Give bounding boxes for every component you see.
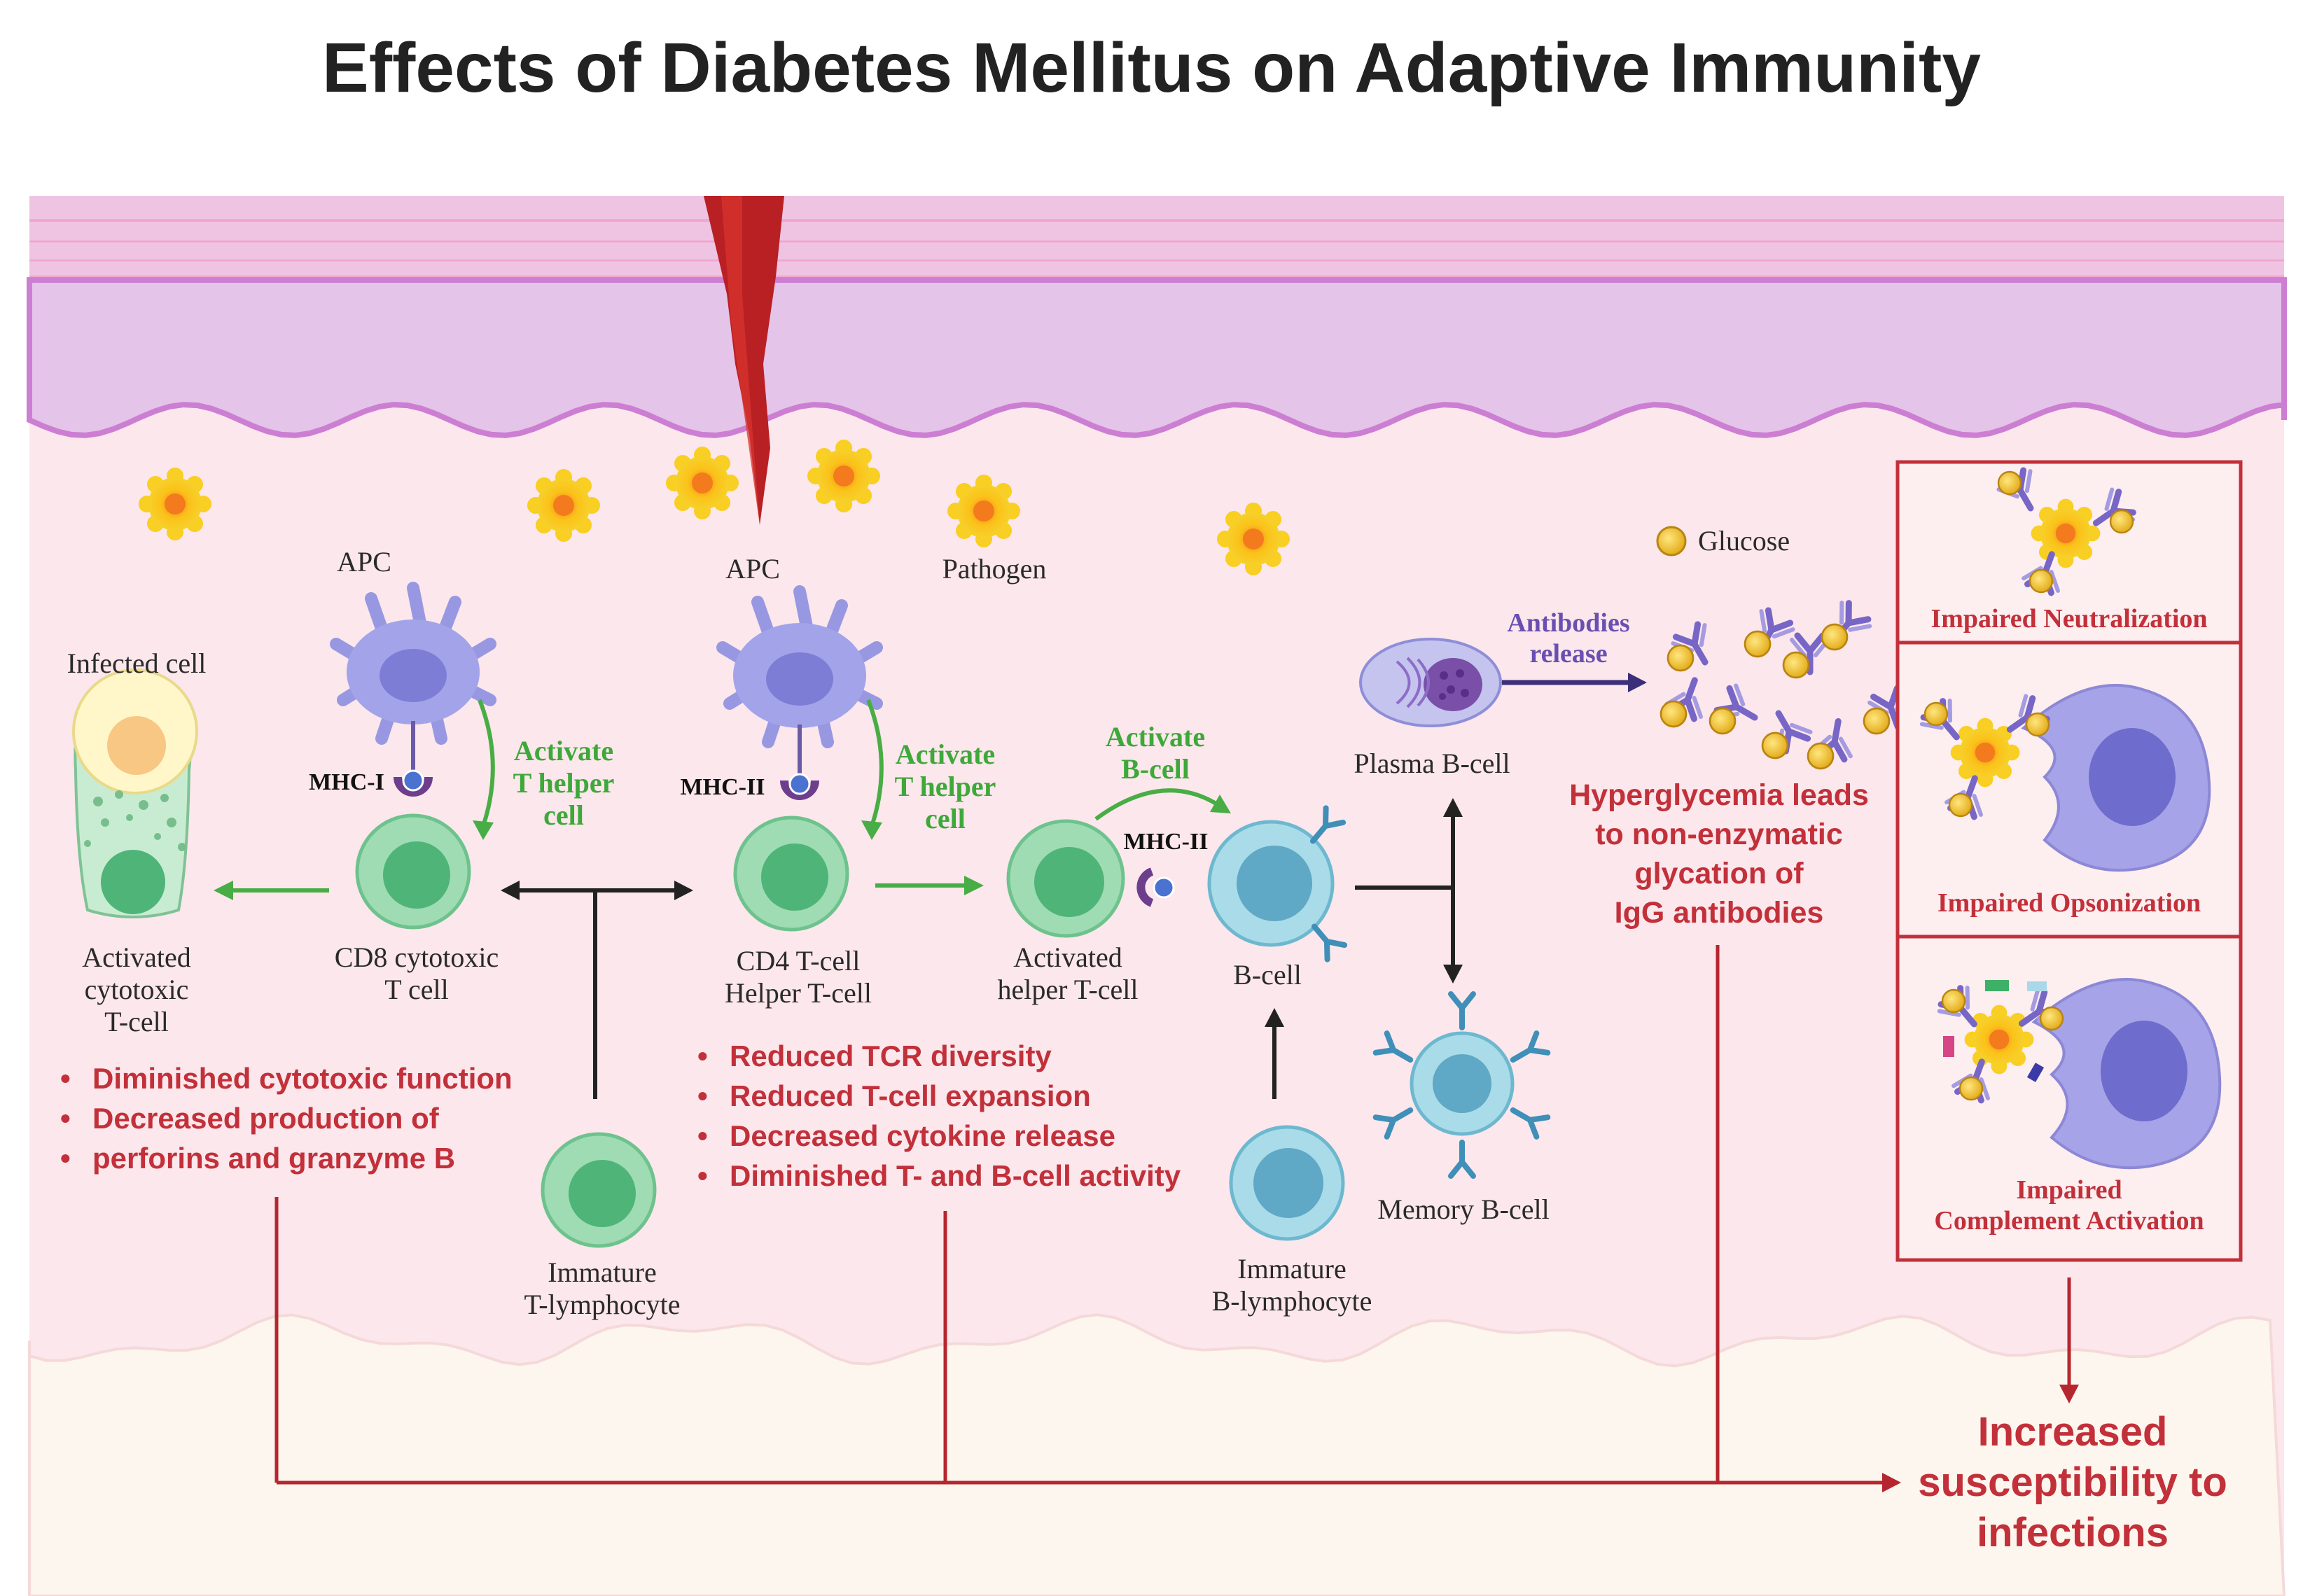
helper-effects-list: Reduced TCR diversity Reduced T-cell exp… — [693, 1036, 1181, 1196]
antibodies-release-line-1: Antibodies — [1507, 608, 1630, 638]
activated-cytotoxic-line-3: T-cell — [104, 1006, 169, 1037]
plasma-b-cell-label: Plasma B-cell — [1354, 748, 1510, 779]
infected-cell-label: Infected cell — [67, 648, 207, 679]
cd4-line-1: CD4 T-cell — [736, 945, 861, 976]
helper-effect-4: Diminished T- and B-cell activity — [693, 1156, 1181, 1196]
immature-t-line-2: T-lymphocyte — [524, 1289, 681, 1320]
glucose-icon — [1821, 623, 1849, 651]
impaired-opsonization-label: Impaired Opsonization — [1937, 888, 2201, 918]
glucose-icon — [1667, 644, 1695, 672]
activated-cytotoxic-line-2: cytotoxic — [84, 974, 189, 1005]
activate-b-line-2: B-cell — [1121, 753, 1190, 785]
activated-helper-line-2: helper T-cell — [997, 974, 1139, 1005]
cytotoxic-effect-2-cont: perforins and granzyme B — [56, 1138, 513, 1178]
impaired-neutralization-label: Impaired Neutralization — [1930, 604, 2208, 634]
activate-th-1-line-2: T helper — [513, 767, 615, 799]
outcome-line-1: Increased — [1977, 1409, 2168, 1455]
activate-th-1-line-1: Activate — [513, 735, 614, 766]
cytotoxic-effects-list: Diminished cytotoxic function Decreased … — [56, 1058, 513, 1178]
cytotoxic-effect-1: Diminished cytotoxic function — [56, 1058, 513, 1098]
activated-cytotoxic-line-1: Activated — [82, 941, 191, 973]
glucose-icon — [1761, 732, 1789, 760]
cd8-line-1: CD8 cytotoxic — [334, 941, 499, 973]
activated-cytotoxic-label: Activated cytotoxic T-cell — [63, 941, 210, 1038]
outcome-line-2: susceptibility to — [1918, 1460, 2227, 1505]
impaired-complement-line-2: Complement Activation — [1934, 1206, 2204, 1236]
glucose-icon — [1709, 707, 1737, 735]
glucose-icon — [1782, 651, 1810, 679]
outcome-line-3: infections — [1977, 1510, 2169, 1555]
activate-th-1-line-3: cell — [543, 799, 584, 831]
outcome-text: Increased susceptibility to infections — [1901, 1407, 2244, 1558]
glucose-icon — [1744, 630, 1772, 658]
apc-left-label: APC — [337, 546, 391, 578]
page-title: Effects of Diabetes Mellitus on Adaptive… — [322, 29, 1981, 107]
activate-th-2-line-1: Activate — [895, 738, 996, 770]
immature-b-line-2: B-lymphocyte — [1211, 1285, 1372, 1317]
helper-effect-1: Reduced TCR diversity — [693, 1036, 1181, 1076]
cd4-line-2: Helper T-cell — [725, 977, 872, 1009]
pathogen-label: Pathogen — [942, 553, 1047, 584]
activated-helper-label: Activated helper T-cell — [977, 941, 1159, 1006]
activate-th-label-2: Activate T helper cell — [875, 738, 1015, 835]
immature-b-label: Immature B-lymphocyte — [1197, 1253, 1386, 1317]
b-cell-label: B-cell — [1233, 959, 1302, 990]
memory-b-cell-label: Memory B-cell — [1377, 1194, 1550, 1225]
cd8-label: CD8 cytotoxic T cell — [319, 941, 515, 1006]
apc-right-label: APC — [725, 553, 780, 584]
cd8-line-2: T cell — [384, 974, 449, 1005]
cd4-label: CD4 T-cell Helper T-cell — [707, 945, 889, 1009]
mhc2-left-label: MHC-II — [680, 774, 765, 800]
helper-effect-3: Decreased cytokine release — [693, 1116, 1181, 1156]
glucose-icon — [1807, 742, 1835, 770]
mhc2-right-label: MHC-II — [1123, 829, 1209, 855]
impaired-complement-label: Impaired Complement Activation — [1901, 1175, 2237, 1236]
hyperglycemia-text: Hyperglycemia leads to non-enzymatic gly… — [1554, 776, 1884, 932]
glucose-icon — [1863, 707, 1891, 735]
helper-effect-2: Reduced T-cell expansion — [693, 1076, 1181, 1116]
immature-b-line-1: Immature — [1237, 1253, 1347, 1284]
activate-th-2-line-3: cell — [925, 803, 966, 834]
hyperglycemia-line-4: IgG antibodies — [1614, 896, 1824, 930]
activate-th-2-line-2: T helper — [894, 771, 996, 802]
immature-t-label: Immature T-lymphocyte — [515, 1256, 690, 1321]
impaired-complement-line-1: Impaired — [2016, 1175, 2122, 1205]
activated-helper-line-1: Activated — [1013, 941, 1122, 973]
hyperglycemia-line-1: Hyperglycemia leads — [1569, 778, 1869, 812]
activate-b-label: Activate B-cell — [1092, 721, 1218, 785]
antibodies-release-label: Antibodies release — [1491, 608, 1646, 669]
mhc1-label: MHC-I — [309, 769, 384, 795]
hyperglycemia-line-2: to non-enzymatic — [1595, 818, 1843, 851]
glucose-icon — [1660, 700, 1688, 728]
activate-b-line-1: Activate — [1105, 721, 1206, 752]
activate-th-label-1: Activate T helper cell — [494, 735, 634, 832]
glucose-label: Glucose — [1698, 525, 1790, 556]
antibodies-release-line-2: release — [1529, 639, 1608, 668]
hyperglycemia-line-3: glycation of — [1634, 857, 1804, 890]
cytotoxic-effect-2: Decreased production of — [56, 1098, 513, 1138]
immature-t-line-1: Immature — [548, 1256, 657, 1288]
